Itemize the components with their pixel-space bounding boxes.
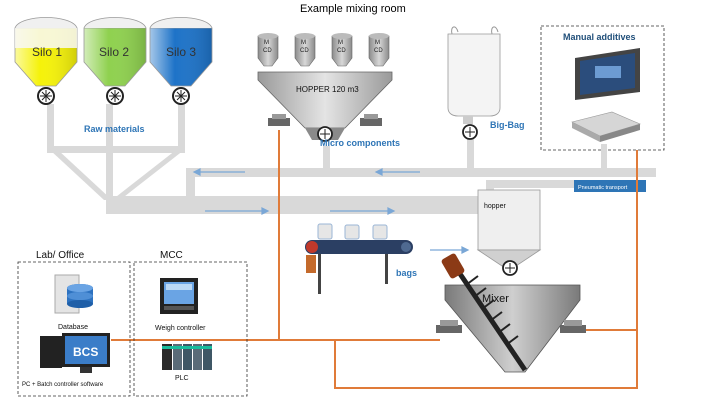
mcc-label: MCC [160, 250, 183, 261]
hopper-120: HOPPER 120 m3 [257, 71, 393, 142]
mixer: Mixer [436, 253, 586, 373]
weighing-scale-icon [571, 111, 641, 142]
manual-additives-box [540, 25, 665, 151]
database-label: Database [58, 324, 88, 331]
diagram-title: Example mixing room [300, 3, 406, 15]
micro-components-label: Micro components [320, 138, 400, 148]
pneumatic-transport-label: Pneumatic transport [578, 185, 628, 191]
pneumatic-transport-box [574, 180, 646, 192]
small-hopper: hopper [476, 189, 542, 276]
mixer-label: Mixer [482, 293, 509, 305]
big-bag-label: Big-Bag [490, 120, 525, 130]
load-cell-right-hopper [360, 114, 382, 126]
load-cell-left-hopper [268, 114, 290, 126]
lab-office-label: Lab/ Office [36, 250, 85, 261]
silo-3: Silo 3 [149, 17, 213, 105]
mcc-box [133, 261, 248, 397]
silo-2-label: Silo 2 [99, 45, 129, 59]
mcd-3-cd: CD [337, 48, 346, 54]
touch-panel-icon [575, 48, 640, 100]
plc-icon [162, 344, 212, 370]
manual-additives-label: Manual additives [563, 32, 636, 42]
bcs-pc-icon: BCS [40, 333, 110, 373]
silo-1-label: Silo 1 [32, 45, 62, 59]
plc-label: PLC [175, 375, 189, 382]
big-bag [447, 26, 501, 140]
mcd-2-m: M [301, 40, 306, 46]
bags-conveyor [305, 223, 413, 294]
bcs-label: BCS [73, 345, 98, 359]
bags-label: bags [396, 268, 417, 278]
mcd-unit-3: M CD [331, 33, 353, 67]
mcd-unit-1: M CD [257, 33, 279, 67]
raw-materials-label: Raw materials [84, 124, 145, 134]
mcd-2-cd: CD [300, 48, 309, 54]
silo-3-label: Silo 3 [166, 45, 196, 59]
mcd-unit-4: M CD [368, 33, 390, 67]
mcd-4-m: M [375, 40, 380, 46]
weigh-controller-label: Weigh controller [155, 325, 206, 332]
mcd-4-cd: CD [374, 48, 383, 54]
weigh-controller-icon [160, 278, 198, 314]
silo-1: Silo 1 [14, 17, 78, 105]
database-icon [54, 274, 93, 314]
mcd-unit-2: M CD [294, 33, 316, 67]
hopper-120-label: HOPPER 120 m3 [296, 85, 359, 94]
lab-office-box [17, 261, 131, 397]
silo-2: Silo 2 [83, 17, 147, 105]
mcd-1-cd: CD [263, 48, 272, 54]
mcd-3-m: M [338, 40, 343, 46]
flow-arrows [192, 168, 470, 254]
signal-cables [111, 130, 638, 389]
pc-software-label: PC + Batch controller software [22, 382, 104, 388]
mcd-1-m: M [264, 40, 269, 46]
small-hopper-label: hopper [484, 203, 506, 210]
